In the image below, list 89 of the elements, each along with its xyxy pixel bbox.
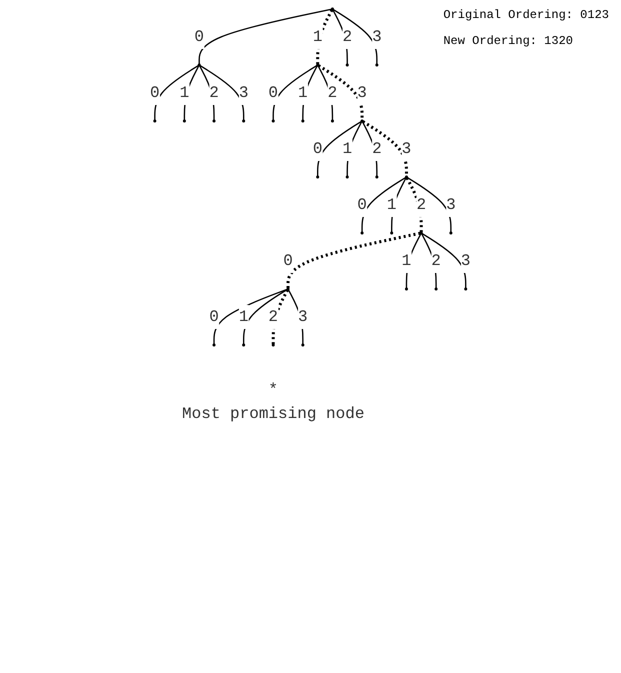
node-circle	[316, 64, 320, 66]
node-circle	[242, 344, 246, 346]
node-circle	[212, 120, 216, 122]
node-circle	[286, 288, 290, 290]
connector	[391, 178, 407, 232]
node-circle	[405, 176, 408, 178]
connector	[317, 120, 362, 176]
edge-label: 1	[239, 308, 249, 326]
connector	[362, 120, 408, 176]
edge-label: 0	[194, 28, 204, 46]
connector	[333, 8, 378, 64]
edge-label: 3	[461, 252, 471, 270]
connector	[302, 66, 318, 120]
edge-label: 0	[150, 84, 160, 102]
node-circle	[464, 288, 468, 290]
edge-label: 0	[209, 308, 220, 326]
node-circle	[331, 8, 334, 10]
node-circle	[376, 176, 379, 178]
node-circle	[272, 120, 275, 122]
edge-label: 0	[283, 252, 294, 270]
node-circle	[331, 120, 334, 122]
node-circle	[346, 176, 349, 178]
node-circle	[183, 120, 186, 122]
edge-label: 2	[268, 308, 278, 326]
connector	[407, 176, 452, 232]
connector	[362, 122, 378, 176]
edge-label: 1	[298, 84, 308, 102]
connector	[421, 234, 437, 288]
node-circle	[420, 232, 424, 234]
connector	[318, 66, 334, 120]
connector	[316, 9, 334, 64]
edge-label: 1	[180, 84, 190, 102]
edge-label: 3	[239, 84, 249, 102]
connector	[200, 64, 245, 120]
edge-label: 2	[416, 196, 426, 214]
note-text: Original Ordering: 0123	[443, 8, 609, 22]
edge-label: 1	[402, 252, 412, 270]
connector	[272, 289, 290, 344]
connector	[406, 234, 422, 288]
note-text: New Ordering: 1320	[443, 34, 574, 48]
edge-label: 2	[328, 84, 338, 102]
connector	[288, 290, 304, 344]
edge-label: 1	[387, 196, 397, 214]
edge-label: 2	[342, 28, 352, 46]
node-circle	[316, 176, 320, 178]
node-label: Most promising node	[182, 404, 365, 423]
connector	[198, 8, 332, 64]
edge-label: 2	[209, 84, 220, 102]
node-circle	[390, 232, 394, 234]
node-circle	[302, 344, 305, 346]
node-circle	[434, 288, 438, 290]
connector	[318, 64, 364, 120]
node-circle	[272, 344, 275, 346]
edge-label: 3	[298, 308, 308, 326]
connector	[154, 64, 199, 120]
connector	[362, 176, 406, 232]
edge-label: 2	[372, 140, 382, 158]
edge-label: 3	[358, 84, 368, 102]
node-circle	[360, 232, 364, 234]
edge-label: 0	[358, 196, 368, 214]
connector	[214, 288, 288, 344]
edge-label: 3	[402, 140, 412, 158]
node-circle	[212, 344, 216, 346]
connector	[272, 64, 318, 120]
edge-label: 2	[432, 252, 442, 270]
node-label: *	[268, 380, 278, 399]
edge-label: 1	[313, 28, 323, 46]
node-circle	[376, 64, 379, 66]
node-circle	[346, 64, 349, 66]
connector	[346, 122, 362, 176]
connector	[243, 288, 288, 344]
edge-label: 3	[446, 196, 456, 214]
edge-label: 0	[268, 84, 278, 102]
node-circle	[154, 120, 157, 122]
edge-label: 3	[372, 28, 382, 46]
edge-label: 1	[342, 140, 352, 158]
node-circle	[450, 232, 453, 234]
connector	[406, 177, 424, 232]
node-circle	[405, 288, 408, 290]
connector	[286, 232, 421, 288]
node-circle	[198, 64, 201, 66]
node-circle	[242, 120, 246, 122]
connector	[184, 66, 200, 120]
connector	[422, 232, 467, 288]
connector	[199, 66, 215, 120]
connector	[332, 10, 348, 64]
node-circle	[360, 120, 364, 122]
edge-label: 0	[313, 140, 323, 158]
node-circle	[302, 120, 305, 122]
